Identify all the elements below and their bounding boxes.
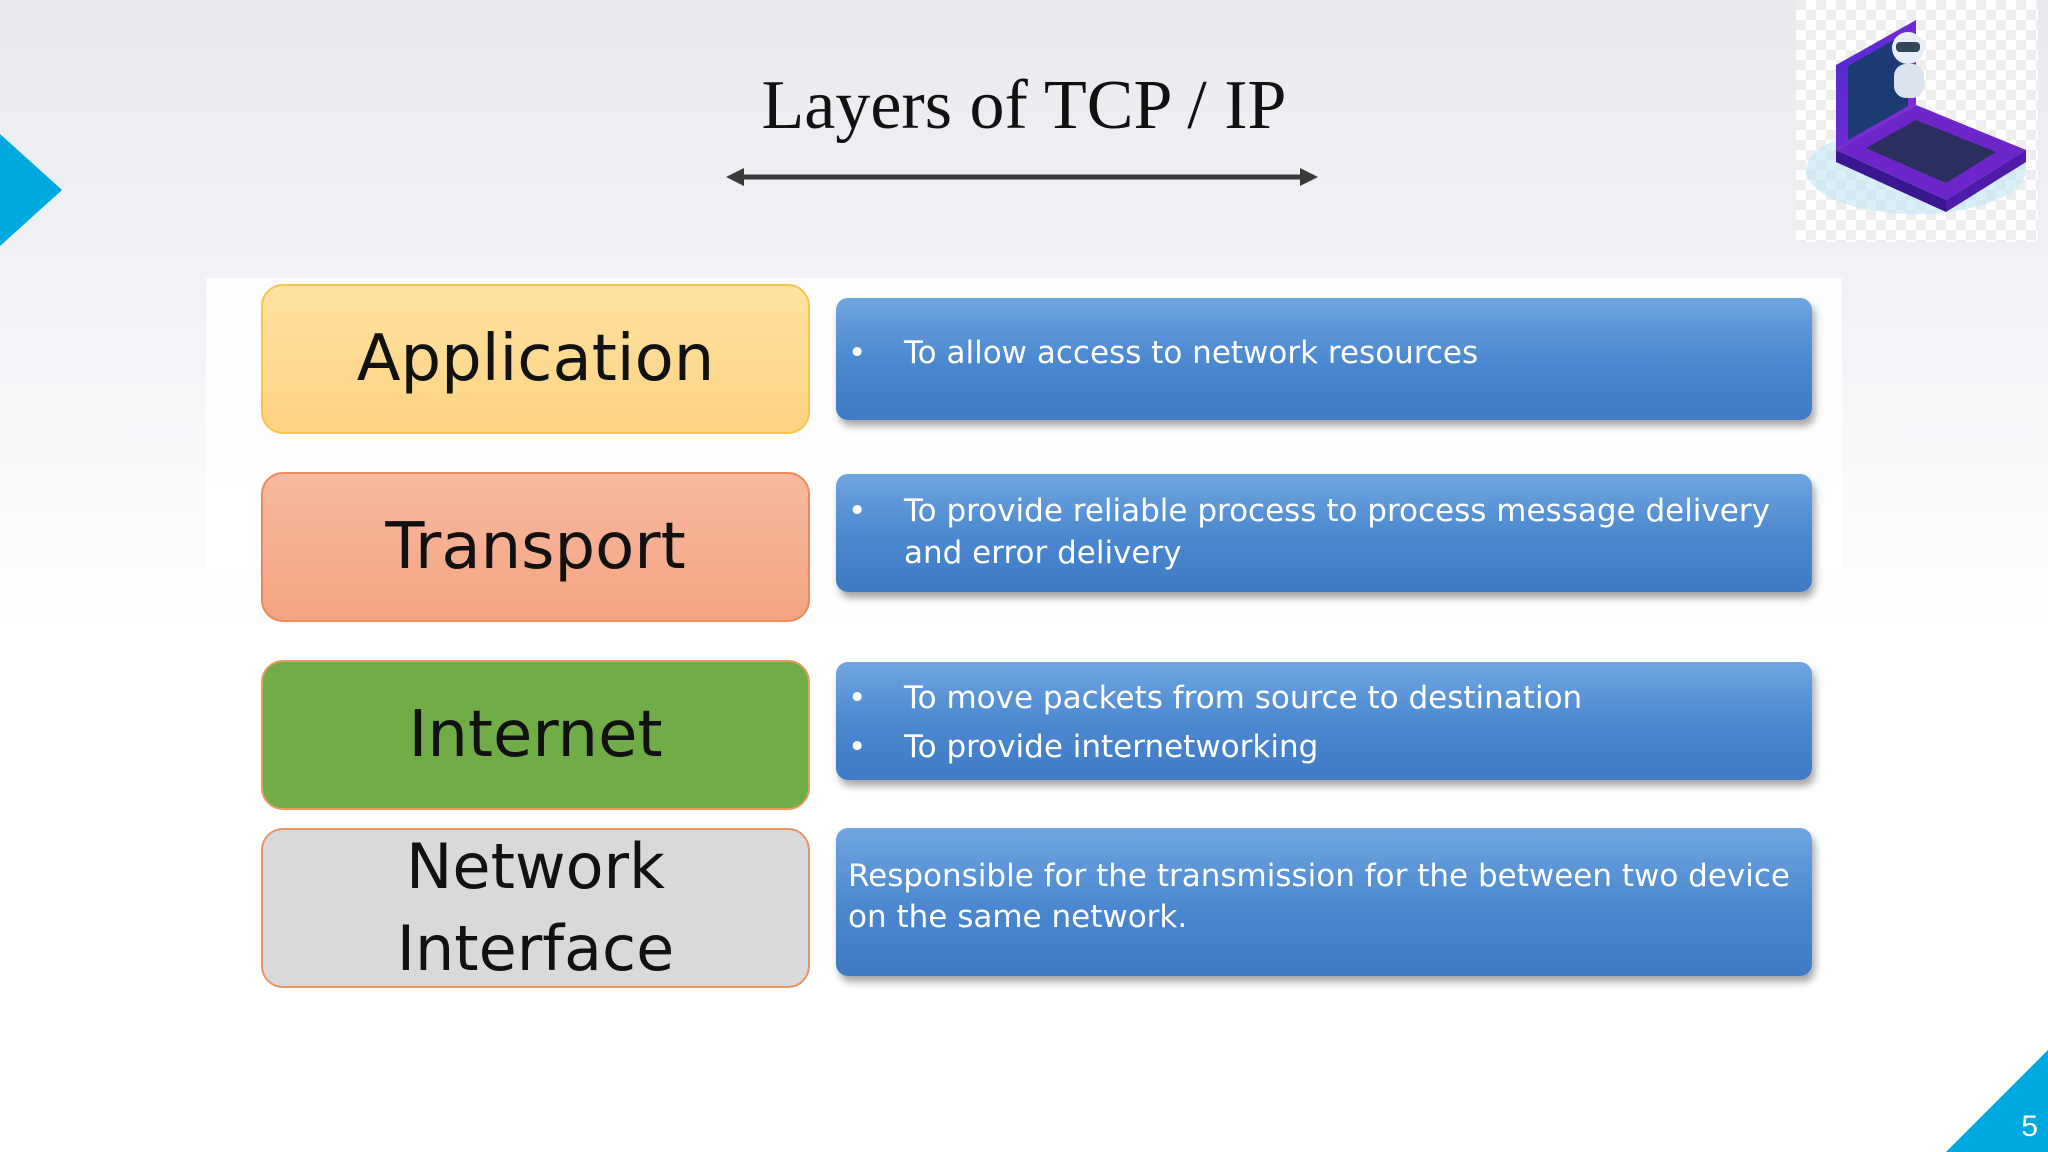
description-bullet-item: • To move packets from source to destina… [836, 674, 1812, 723]
internet-description: • To move packets from source to destina… [836, 662, 1812, 780]
layer-transport-box: Transport [261, 472, 810, 622]
network-interface-description: Responsible for the transmission for the… [836, 828, 1812, 976]
layer-name: Transport [385, 510, 686, 584]
layer-network-interface-box: Network Interface [261, 828, 810, 988]
description-text: To provide internetworking [904, 729, 1319, 765]
layer-application-box: Application [261, 284, 810, 434]
application-description: • To allow access to network resources [836, 298, 1812, 420]
bullet-icon: • [848, 335, 867, 371]
bullet-icon: • [848, 680, 867, 716]
transport-description: • To provide reliable process to process… [836, 474, 1812, 592]
description-text: Responsible for the transmission for the… [848, 858, 1791, 935]
description-text: To allow access to network resources [904, 335, 1479, 371]
layer-name: Application [356, 322, 715, 396]
description-bullet-item: • To allow access to network resources [836, 332, 1812, 374]
bullet-icon: • [848, 729, 867, 765]
layer-internet-box: Internet [261, 660, 810, 810]
left-chevron-decoration [0, 134, 62, 246]
description-text: To move packets from source to destinati… [904, 680, 1583, 716]
bullet-icon: • [848, 493, 867, 529]
layer-name: Network Interface [396, 830, 675, 985]
slide-title: Layers of TCP / IP [761, 67, 1287, 144]
layer-name: Internet [408, 698, 663, 772]
description-bullet-item: • To provide internetworking [836, 723, 1812, 772]
double-arrow-icon [726, 168, 1318, 186]
robot-laptop-logo [1796, 0, 2038, 242]
description-text: To provide reliable process to process m… [904, 493, 1770, 571]
corner-triangle-decoration [1946, 1050, 2048, 1152]
page-number: 5 [2021, 1110, 2038, 1143]
description-bullet-item: • To provide reliable process to process… [836, 490, 1812, 574]
